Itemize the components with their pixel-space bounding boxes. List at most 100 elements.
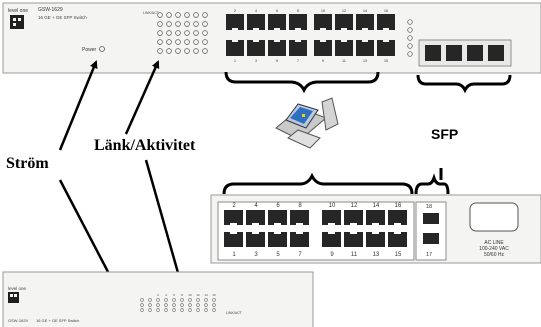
- sfp-port: [425, 45, 441, 61]
- rear-port-latch: [394, 232, 401, 234]
- rear-port-number-bottom: 5: [276, 252, 280, 258]
- port-number-bottom: 13: [363, 59, 367, 63]
- status-led: [166, 12, 172, 18]
- ac-line-label: AC LINE: [484, 240, 504, 246]
- rear-port-latch: [252, 232, 259, 234]
- rear-rj45-port: [290, 210, 309, 225]
- rear-port-latch: [328, 232, 335, 234]
- rj45-port: [314, 14, 332, 30]
- rear-rj45-port: [246, 210, 265, 225]
- lower-led-number: 14: [204, 293, 208, 297]
- rear-port-number-bottom: 11: [351, 252, 358, 258]
- callout-link-activity: Länk/Aktivitet: [94, 137, 196, 154]
- rear-rj45-port: [366, 232, 385, 247]
- lower-led: [180, 298, 184, 302]
- status-led: [166, 39, 172, 45]
- status-led: [175, 21, 181, 27]
- lower-led: [212, 298, 216, 302]
- lower-brand: level one: [8, 286, 27, 291]
- computer-icon: [275, 97, 339, 149]
- lower-led: [172, 303, 176, 307]
- status-led: [193, 39, 199, 45]
- lower-led: [188, 308, 192, 312]
- status-led: [184, 21, 190, 27]
- arrow-power-front: [58, 60, 98, 151]
- port-latch: [341, 40, 347, 42]
- status-led: [157, 48, 163, 54]
- lower-led: [140, 298, 144, 302]
- port-latch: [232, 40, 238, 42]
- status-led: [193, 30, 199, 36]
- rear-port-number-bottom: 7: [298, 252, 302, 258]
- rj45-port: [335, 14, 353, 30]
- rear-rj45-port: [322, 232, 341, 247]
- front-panel: level one GSW-1629 16 GE + GE SFP Switch…: [2, 2, 541, 74]
- brand-logo: [10, 15, 24, 29]
- port-number-bottom: 5: [276, 59, 278, 63]
- lower-led: [148, 298, 152, 302]
- lower-led: [188, 303, 192, 307]
- rear-rj45-port: [290, 232, 309, 247]
- port-number-top: 16: [384, 9, 388, 13]
- callout-sfp: SFP: [431, 126, 458, 142]
- lower-led: [140, 308, 144, 312]
- lower-led: [204, 308, 208, 312]
- rear-port-latch: [372, 232, 379, 234]
- power-led: [99, 46, 105, 52]
- port-number-top: 14: [363, 9, 367, 13]
- port-number-top: 10: [321, 9, 325, 13]
- port-latch: [295, 40, 301, 42]
- status-led: [175, 39, 181, 45]
- lower-link-act: LINK/ACT: [226, 311, 243, 315]
- power-label: Power: [82, 47, 97, 53]
- status-led: [202, 12, 208, 18]
- callout-power: Ström: [6, 155, 49, 172]
- status-led: [193, 48, 199, 54]
- rear-port-latch: [296, 223, 303, 225]
- rear-rj45-port: [388, 232, 407, 247]
- sfp-port: [467, 45, 483, 61]
- lower-led: [196, 308, 200, 312]
- ac-power-socket: [469, 202, 519, 232]
- status-led: [175, 12, 181, 18]
- sfp-led: [407, 19, 413, 25]
- status-led: [157, 21, 163, 27]
- rear-port-latch: [274, 223, 281, 225]
- rear-port-number-bottom: 9: [330, 252, 334, 258]
- rj45-port: [247, 40, 265, 56]
- rear-rj45-port: [366, 210, 385, 225]
- lower-led-number: 6: [173, 293, 175, 297]
- rear-rj45-port: [344, 210, 363, 225]
- lower-led: [164, 303, 168, 307]
- rj45-port: [335, 40, 353, 56]
- rj45-port: [314, 40, 332, 56]
- port-latch: [232, 28, 238, 30]
- port-number-bottom: 11: [342, 59, 346, 63]
- rear-port-number-top: 16: [395, 203, 402, 209]
- rear-port-number-top: 6: [276, 203, 280, 209]
- rear-rj45-port: [322, 210, 341, 225]
- sfp-led: [407, 35, 413, 41]
- lower-panel: level one GSW-1629 16 GE + GE SFP Switch…: [2, 271, 314, 327]
- rear-port-number-top: 2: [232, 203, 236, 209]
- lower-led: [180, 303, 184, 307]
- status-led: [157, 39, 163, 45]
- rear-port-latch: [350, 232, 357, 234]
- status-led: [184, 39, 190, 45]
- rear-port-number-top: 10: [329, 203, 336, 209]
- lower-led-number: 2: [157, 293, 159, 297]
- port-latch: [274, 40, 280, 42]
- port-latch: [274, 28, 280, 30]
- port-number-bottom: 7: [297, 59, 299, 63]
- sfp-ports: [425, 45, 504, 61]
- sfp-port: [446, 45, 462, 61]
- sfp-led: [407, 51, 413, 57]
- brace-front-sfp: [416, 74, 512, 94]
- model-text: GSW-1629: [38, 7, 63, 13]
- port-number-top: 8: [297, 9, 299, 13]
- lower-led: [148, 303, 152, 307]
- lower-led: [188, 298, 192, 302]
- rj45-port: [356, 40, 374, 56]
- arrow-link-front: [124, 60, 160, 135]
